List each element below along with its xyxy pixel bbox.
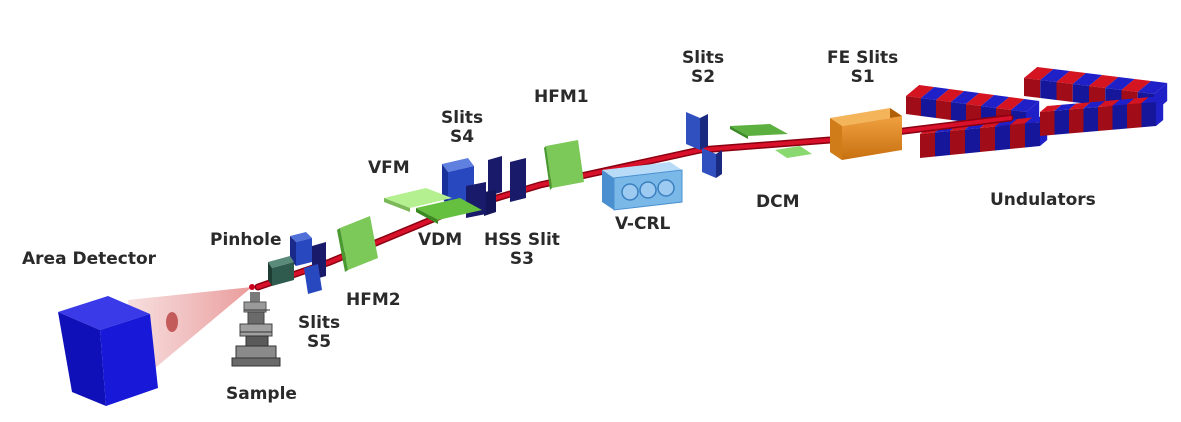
label-fe-slits-s1: FE Slits S1 — [827, 48, 899, 87]
slits-s2-blades — [686, 112, 722, 178]
hfm2-mirror — [337, 216, 378, 272]
label-slits-s2: Slits S2 — [682, 48, 725, 87]
vdm-mirror — [416, 198, 482, 224]
label-undulators: Undulators — [990, 190, 1096, 210]
v-crl-lens — [602, 162, 683, 211]
label-dcm: DCM — [756, 192, 800, 212]
label-slits-s4: Slits S4 — [441, 108, 484, 147]
dcm-crystals — [730, 124, 812, 158]
hss-slit-s3-blades — [484, 156, 526, 216]
label-hfm1: HFM1 — [534, 87, 589, 107]
pinhole-plate — [268, 256, 294, 286]
sample-stage — [231, 292, 281, 367]
undulator-block-front-right — [1040, 96, 1164, 136]
label-vdm: VDM — [418, 230, 463, 250]
label-slits-s5: Slits S5 — [298, 313, 341, 352]
undulator-block-rear-left — [906, 85, 1040, 130]
undulators-group — [906, 67, 1168, 158]
fe-slits-s1-box — [830, 108, 902, 160]
label-v-crl: V-CRL — [615, 214, 671, 234]
scattering-cone — [128, 284, 255, 384]
label-pinhole: Pinhole — [210, 230, 282, 250]
slits-s5-blades — [290, 232, 326, 294]
label-sample: Sample — [226, 384, 297, 404]
area-detector-block — [58, 296, 158, 406]
label-hfm2: HFM2 — [346, 290, 401, 310]
vfm-mirror — [384, 188, 452, 212]
hfm1-mirror — [544, 140, 584, 190]
label-area-detector: Area Detector — [22, 249, 157, 269]
label-vfm: VFM — [368, 158, 410, 178]
label-hss-slit-s3: HSS Slit S3 — [484, 230, 560, 269]
